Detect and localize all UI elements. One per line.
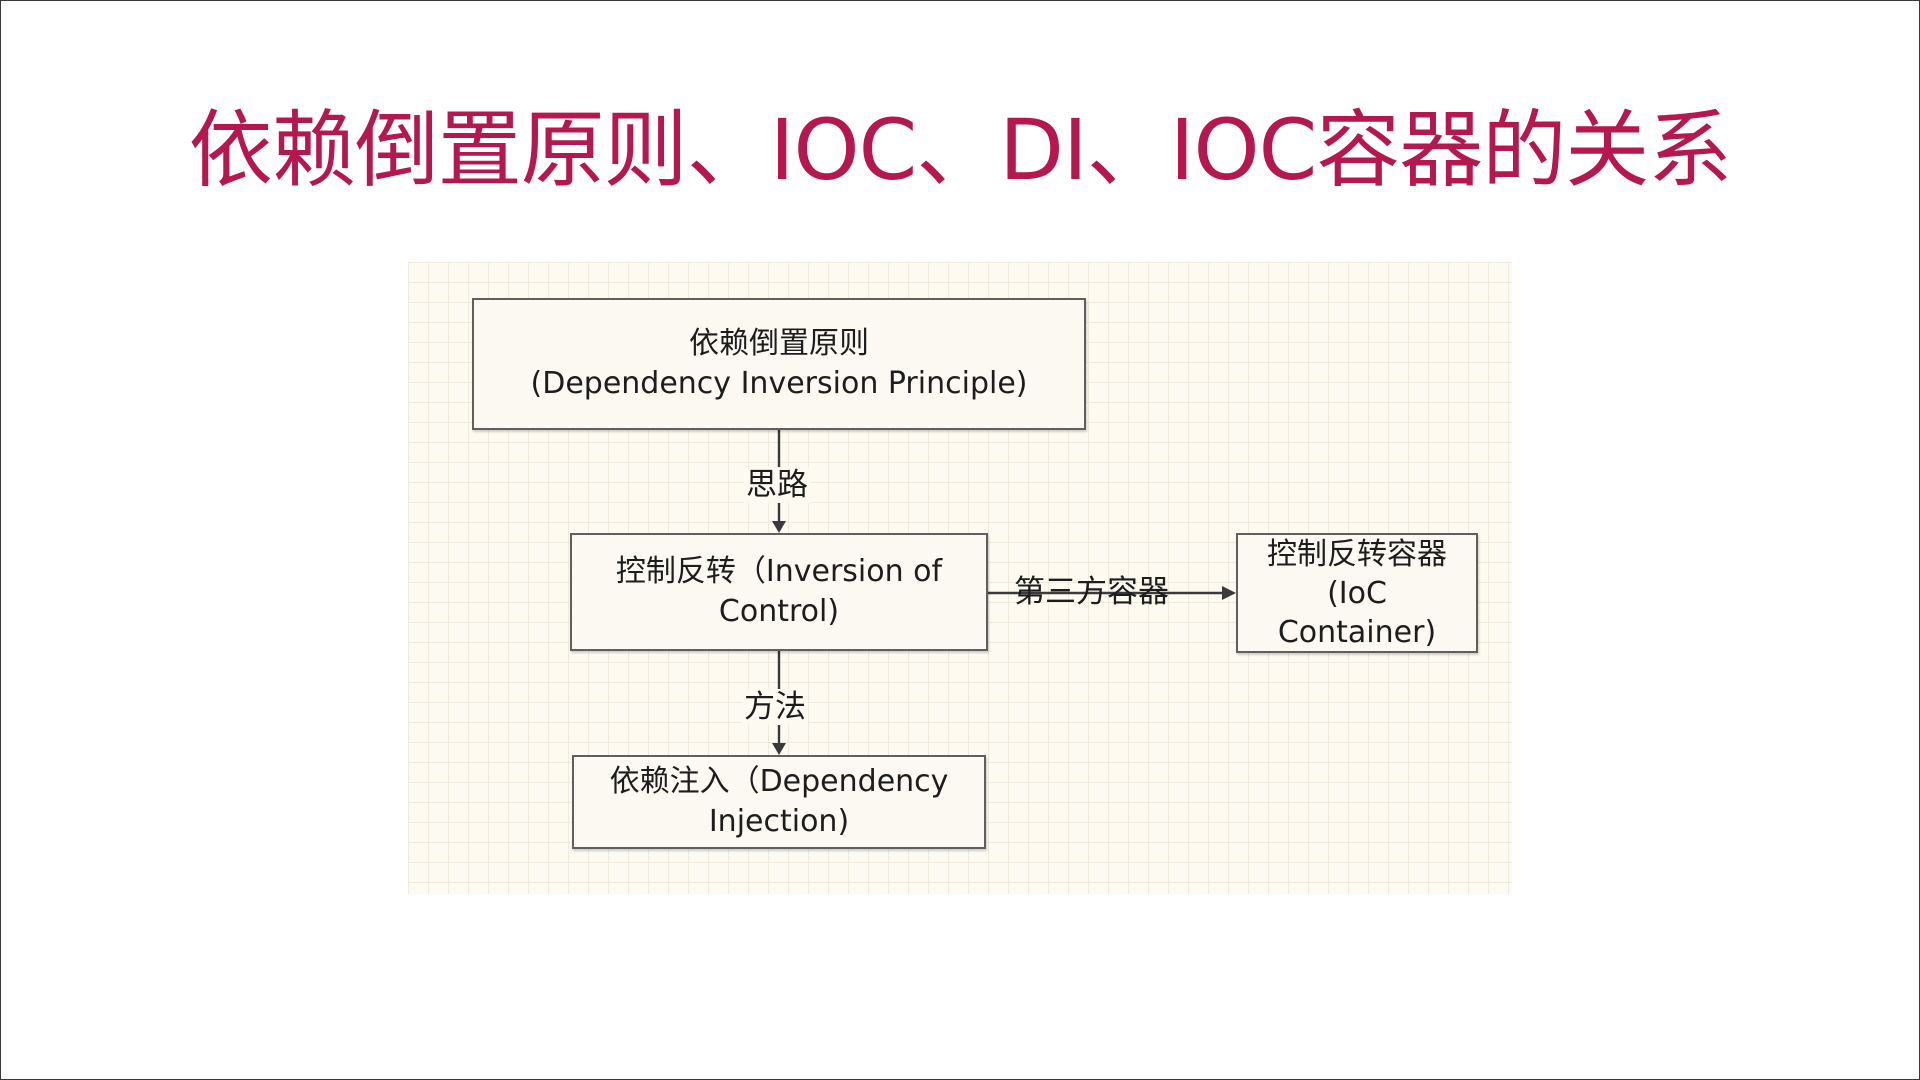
node-inversion-of-control: 控制反转（Inversion of Control): [570, 533, 988, 651]
node-container-line2: (IoC: [1327, 575, 1387, 611]
node-di-line2: Injection): [708, 804, 850, 839]
slide-title: 依赖倒置原则、IOC、DI、IOC容器的关系: [188, 101, 1733, 199]
node-dependency-injection: 依赖注入（Dependency Injection): [572, 755, 986, 849]
edge-label-fangfa: 方法: [742, 689, 808, 725]
node-ioc-line2: Control): [718, 594, 840, 629]
node-di-line1: 依赖注入（Dependency: [609, 764, 949, 799]
node-container-line1: 控制反转容器: [1267, 536, 1447, 572]
node-ioc-line1: 控制反转（Inversion of: [615, 554, 943, 589]
node-dependency-inversion-principle: 依赖倒置原则 (Dependency Inversion Principle): [472, 298, 1086, 430]
node-dip-line1: 依赖倒置原则: [689, 326, 869, 361]
edge-label-silu: 思路: [744, 467, 810, 503]
node-ioc-container: 控制反转容器 (IoC Container): [1236, 533, 1478, 653]
node-container-line3: Container): [1277, 614, 1437, 650]
node-dip-line2: (Dependency Inversion Principle): [530, 366, 1028, 401]
edge-label-third-party-container: 第三方容器: [1014, 574, 1169, 610]
